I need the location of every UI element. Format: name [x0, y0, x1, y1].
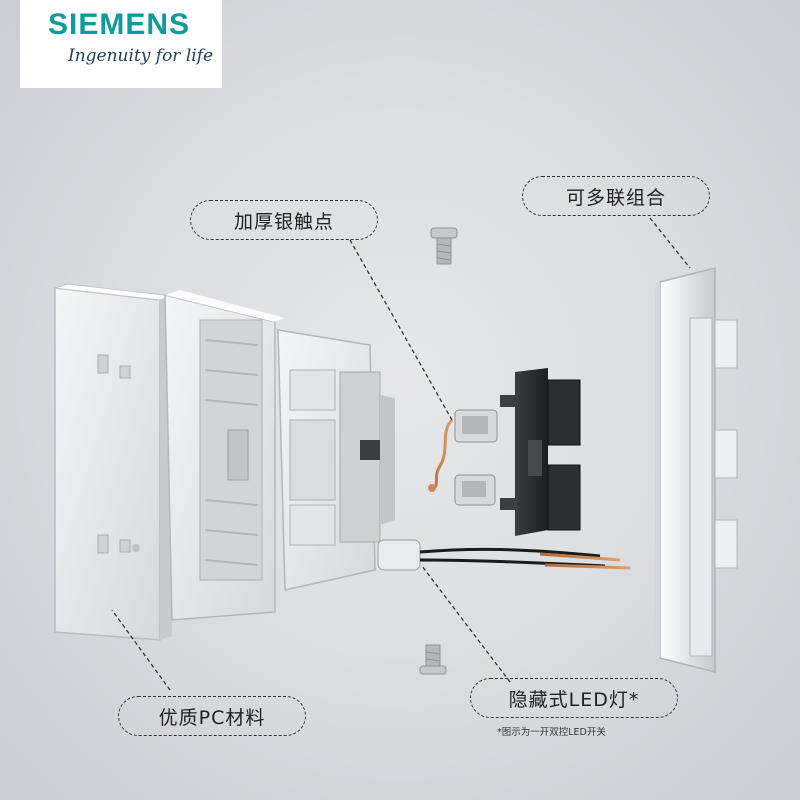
mounting-frame — [164, 290, 285, 621]
switch-mechanism — [500, 368, 581, 536]
screw-icon — [419, 644, 447, 675]
screw-icon — [430, 227, 458, 265]
front-frame — [655, 267, 738, 673]
leader-pc-material — [111, 609, 171, 691]
callout-silver-contact: 加厚银触点 — [190, 200, 378, 240]
callout-multi-combination-label: 可多联组合 — [565, 186, 666, 209]
brand-tagline: Ingenuity for life — [68, 46, 214, 66]
callout-hidden-led-label: 隐藏式LED灯* — [508, 688, 640, 711]
callout-pc-material-label: 优质PC材料 — [158, 706, 266, 729]
callout-multi-combination: 可多联组合 — [522, 176, 710, 216]
switch-base — [277, 329, 395, 591]
led-icon — [377, 539, 631, 571]
brand-name: SIEMENS — [48, 8, 191, 41]
back-panel — [54, 283, 173, 641]
callout-leaders — [111, 217, 691, 691]
brand-logo: SIEMENS Ingenuity for life — [20, 0, 222, 88]
callout-silver-contact-label: 加厚银触点 — [233, 210, 334, 233]
spring-contact-icon — [428, 409, 498, 506]
footnote: *图示为一开双控LED开关 — [497, 727, 606, 738]
leader-hidden-led — [421, 565, 511, 683]
callout-pc-material: 优质PC材料 — [118, 696, 306, 736]
callout-hidden-led: 隐藏式LED灯* — [470, 678, 678, 718]
leader-multi-combination — [649, 217, 691, 269]
